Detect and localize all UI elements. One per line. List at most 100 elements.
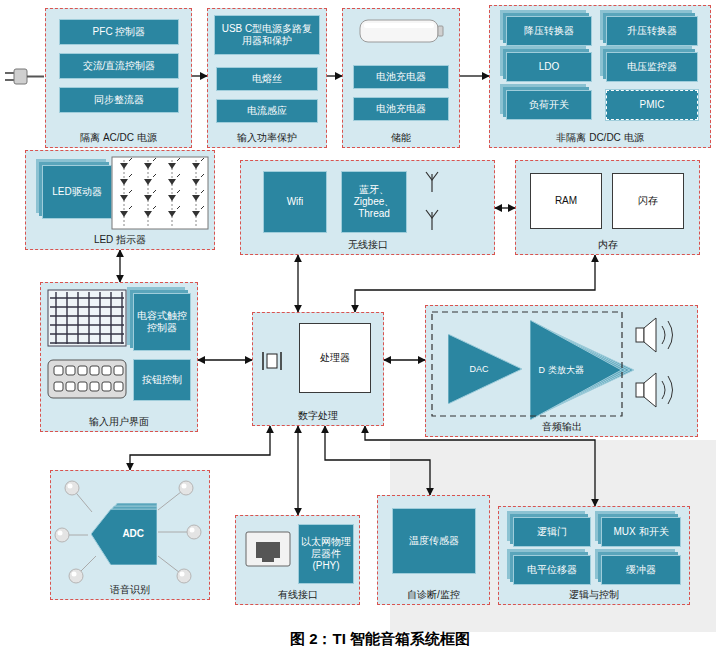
led-matrix (168, 195, 176, 201)
block-label: Wifi (287, 196, 304, 208)
triangle-layer (448, 334, 522, 404)
block-label: 闪存 (638, 195, 658, 207)
group-panel: 数字处理处理器 (252, 312, 384, 426)
button-panel (54, 382, 63, 391)
microphone-array (190, 528, 195, 533)
led-matrix (168, 211, 176, 217)
block-label: DAC (454, 363, 504, 375)
block-label: 电流感应 (247, 105, 287, 117)
microphone-array (55, 528, 69, 542)
led-matrix (120, 163, 128, 169)
connector-arrow (325, 426, 430, 495)
block-box: LDO (506, 52, 592, 82)
led-matrix (129, 190, 132, 193)
led-matrix (148, 160, 149, 226)
led-matrix (201, 174, 204, 177)
speaker-icon (636, 328, 644, 342)
battery-icon (360, 20, 443, 42)
group-label: 逻辑与控制 (499, 589, 689, 601)
led-matrix (124, 160, 125, 226)
led-matrix (177, 158, 180, 161)
microphone-array (179, 481, 193, 495)
touch-grid (121, 292, 122, 344)
block-label: 电熔丝 (252, 73, 282, 85)
led-matrix (144, 195, 152, 201)
antenna-symbol (426, 172, 438, 230)
led-matrix (120, 179, 128, 185)
block-box: 降压转换器 (506, 16, 592, 46)
block-label: LED驱动器 (52, 186, 101, 198)
button-panel (66, 366, 75, 375)
power-plug (14, 69, 27, 84)
block-box: 温度传感器 (392, 508, 476, 574)
led-matrix (153, 174, 156, 177)
block-box: 电容式触控控制器 (133, 293, 191, 351)
power-plug (5, 69, 44, 84)
led-matrix (129, 206, 132, 209)
button-panel (66, 382, 75, 391)
block-box: Wifi (263, 171, 327, 233)
microphone-array (180, 572, 185, 577)
led-matrix (144, 163, 152, 169)
touch-grid (50, 333, 124, 334)
speaker-icon (662, 376, 673, 404)
button-panel (48, 360, 126, 398)
button-panel (114, 366, 123, 375)
block-box: 蓝牙、Zigbee、Thread (341, 171, 407, 233)
block-box: USB C型电源多路复用器和保护 (214, 15, 320, 55)
microphone-array (65, 481, 79, 495)
triangle-layer (530, 320, 622, 420)
group-panel: 自诊断/监控 温度传感器 (377, 495, 490, 605)
group-label: 自诊断/监控 (378, 589, 489, 601)
block-label: 交流/直流控制器 (83, 60, 156, 72)
antenna-symbol (431, 212, 432, 230)
led-matrix (112, 157, 208, 229)
speaker-icon (662, 321, 673, 349)
block-box: 缓冲器 (601, 555, 681, 585)
led-matrix (172, 160, 173, 226)
microphone-array (158, 556, 184, 576)
connector-arrow (192, 75, 207, 76)
block-label: 以太网物理层器件 (PHY) (301, 536, 351, 572)
block-label: PMIC (640, 99, 665, 111)
button-panel (114, 382, 123, 391)
antenna-symbol (426, 172, 438, 180)
touch-grid (50, 324, 124, 325)
ethernet-jack (246, 532, 290, 566)
touch-grid (55, 292, 56, 344)
block-label: 同步整流器 (94, 94, 144, 106)
led-matrix (120, 211, 128, 217)
crystal-symbol (280, 352, 282, 370)
microphone-array (76, 556, 96, 576)
block-label: 逻辑门 (537, 526, 567, 538)
block-box: 处理器 (299, 323, 371, 393)
group-label: 有线接口 (236, 589, 359, 601)
group-panel: 音频输出DACD 类放大器 (425, 305, 698, 437)
microphone-array (158, 488, 186, 510)
block-label: 缓冲器 (626, 564, 656, 576)
group-panel: 有线接口 以太网物理层器件 (PHY) (235, 515, 360, 605)
block-label: 降压转换器 (524, 25, 574, 37)
led-matrix (153, 158, 156, 161)
block-label: 电容式触控控制器 (136, 310, 188, 334)
led-matrix (201, 158, 204, 161)
connector-arrow (297, 426, 298, 515)
led-matrix (112, 157, 208, 229)
group-panel: 输入功率保护USB C型电源多路复用器和保护电熔丝电流感应 (207, 8, 327, 148)
block-box: 闪存 (612, 173, 684, 229)
block-box: 逻辑门 (513, 517, 591, 547)
touch-grid (48, 290, 126, 346)
touch-grid (48, 290, 126, 346)
block-box: RAM (530, 173, 602, 229)
adc-layer (91, 509, 157, 565)
block-label: ADC (113, 528, 153, 540)
connector-arrow (130, 426, 270, 470)
block-box: PFC 控制器 (59, 19, 179, 45)
led-matrix (168, 163, 176, 169)
group-panel: LED 指示器LED驱动器 (25, 150, 215, 250)
microphone-array (58, 531, 63, 536)
led-matrix (192, 179, 200, 185)
group-label: 语音识别 (51, 584, 209, 596)
led-matrix (144, 211, 152, 217)
group-label: 储能 (343, 132, 459, 144)
